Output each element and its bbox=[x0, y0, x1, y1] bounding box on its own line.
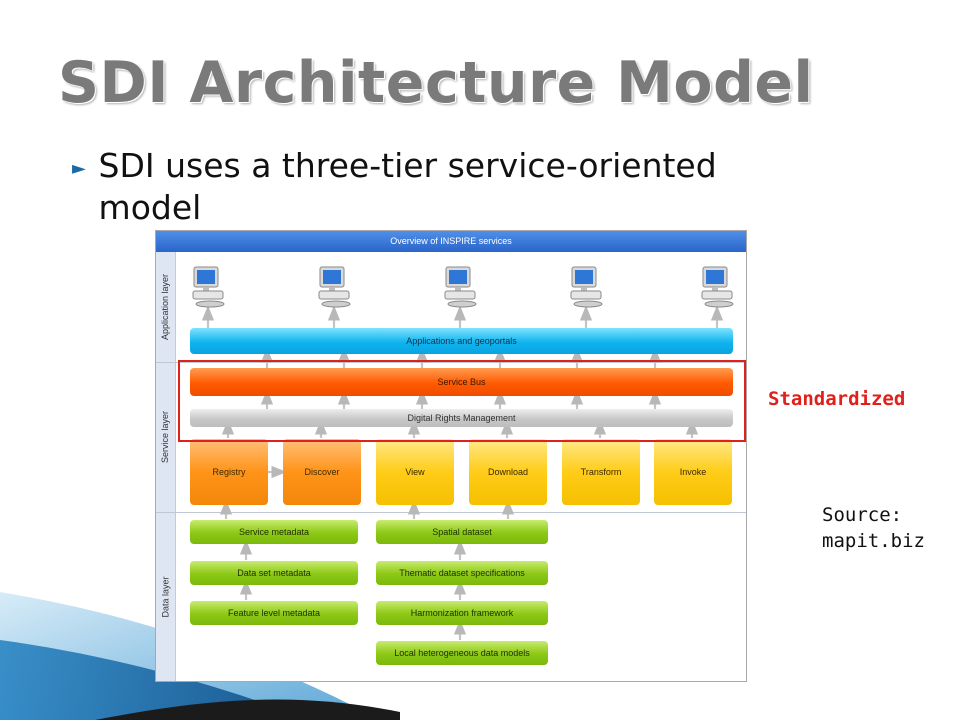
client-computer-icon bbox=[318, 266, 351, 308]
feature-level-metadata-box: Feature level metadata bbox=[190, 601, 358, 625]
data-set-metadata-box: Data set metadata bbox=[190, 561, 358, 585]
local-heterogeneous-data-models-box: Local heterogeneous data models bbox=[376, 641, 548, 665]
service-metadata-box: Service metadata bbox=[190, 520, 358, 544]
data-layer-label: Data layer bbox=[156, 512, 176, 681]
application-layer-label: Application layer bbox=[156, 252, 176, 362]
service-download: Download bbox=[469, 439, 547, 505]
layer-separator bbox=[156, 362, 746, 363]
harmonization-framework-box: Harmonization framework bbox=[376, 601, 548, 625]
source-citation: Source: mapit.biz bbox=[822, 502, 952, 554]
client-computer-icon bbox=[701, 266, 734, 308]
service-transform: Transform bbox=[562, 439, 640, 505]
service-view: View bbox=[376, 439, 454, 505]
thematic-dataset-specifications-box: Thematic dataset specifications bbox=[376, 561, 548, 585]
client-computer-icon bbox=[570, 266, 603, 308]
client-computer-icon bbox=[444, 266, 477, 308]
inspire-diagram: Overview of INSPIRE services Application… bbox=[155, 230, 747, 682]
service-registry: Registry bbox=[190, 439, 268, 505]
spatial-dataset-box: Spatial dataset bbox=[376, 520, 548, 544]
diagram-header: Overview of INSPIRE services bbox=[156, 231, 746, 252]
bullet-arrow-icon: ► bbox=[72, 158, 86, 179]
bullet-text: SDI uses a three-tier service-oriented m… bbox=[98, 146, 717, 227]
service-discover: Discover bbox=[283, 439, 361, 505]
service-bus-bar: Service Bus bbox=[190, 368, 733, 396]
digital-rights-management-bar: Digital Rights Management bbox=[190, 409, 733, 427]
slide-title: SDI Architecture Model bbox=[58, 50, 814, 116]
source-value: mapit.biz bbox=[822, 530, 925, 552]
client-computer-icon bbox=[192, 266, 225, 308]
source-label: Source: bbox=[822, 504, 903, 526]
service-invoke: Invoke bbox=[654, 439, 732, 505]
flow-arrows bbox=[201, 305, 724, 640]
standardized-callout: Standardized bbox=[768, 388, 906, 410]
bullet-point: ► SDI uses a three-tier service-oriented… bbox=[72, 145, 792, 229]
standardized-highlight-frame bbox=[178, 360, 746, 442]
applications-geoportals-bar: Applications and geoportals bbox=[190, 328, 733, 354]
layer-separator bbox=[156, 512, 746, 513]
service-layer-label: Service layer bbox=[156, 362, 176, 512]
